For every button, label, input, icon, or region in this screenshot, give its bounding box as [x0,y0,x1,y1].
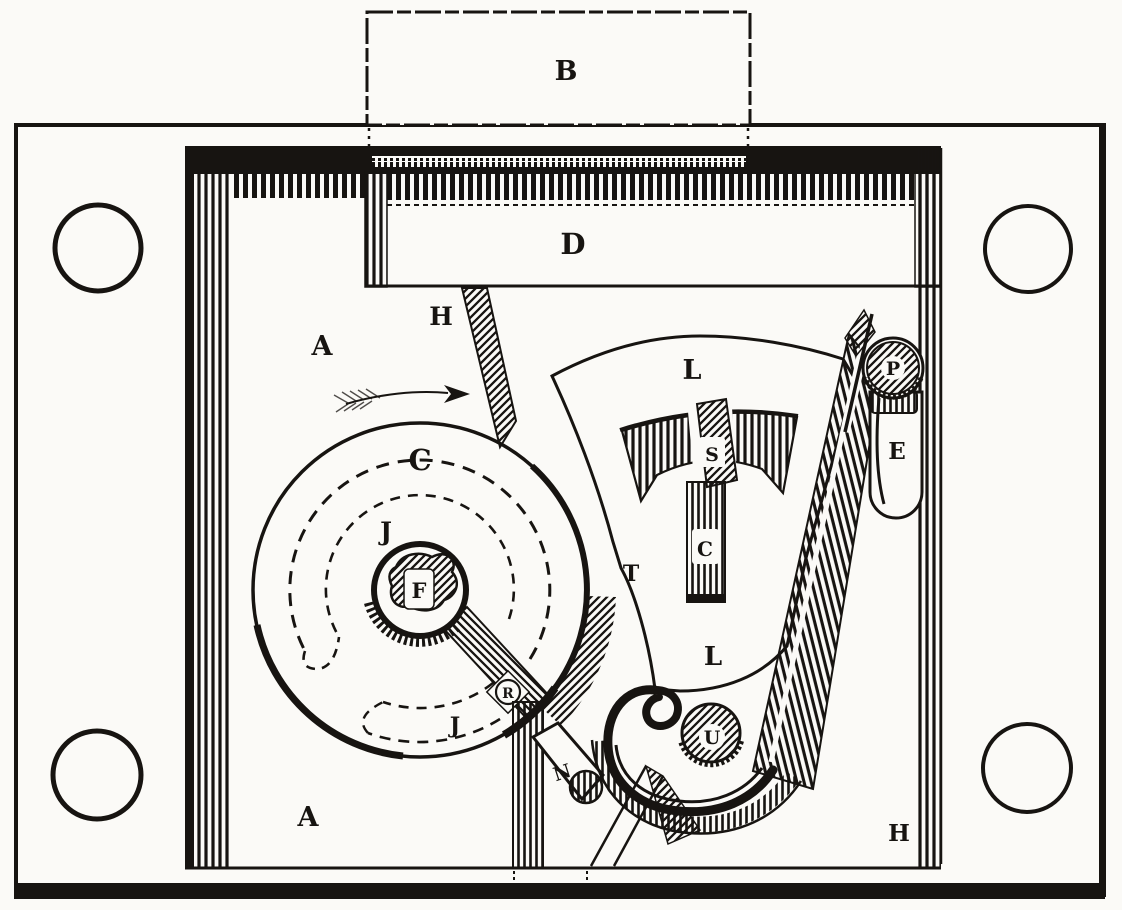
knob-knurl [862,376,924,400]
curl-under-edge [590,739,803,835]
label-J-lower: J [448,713,460,739]
bar-top-fringe [387,172,915,206]
case-top-fringe-left [230,172,365,198]
cover-plate-B: B [365,10,752,150]
label-U: U [704,727,721,749]
case-walls [185,146,943,883]
label-S: S [705,444,719,466]
pointer-label-patch [699,437,725,467]
screw-hole-bottom-left [50,728,144,822]
label-P: P [886,358,900,380]
hub-knurl [363,599,461,647]
spiral-slot-outer [288,458,552,660]
arbor-hub-F: F [363,541,469,647]
band-tip-wedge [844,308,876,358]
stud-label-patch [699,724,725,750]
case-right-wall [918,146,941,868]
pawl-tip [568,769,604,805]
barrel-E [868,390,924,520]
curl-under-teeth [591,740,800,833]
label-N: N [551,760,574,786]
blade-shape [460,287,518,450]
screw-hole-bottom-right [981,722,1073,814]
bar-left-edge [364,171,388,288]
label-H-corner: H [888,820,910,847]
lower-slot-outer [367,717,501,744]
label-L-lower: L [704,642,722,672]
curl-inner-line [614,744,764,804]
label-A-upper: A [311,331,334,362]
arrow-shaft [345,391,449,405]
roller-R [494,678,522,706]
wedge-left-line [589,765,648,867]
label-R: R [502,686,514,702]
bar-interior [387,206,915,285]
label-C-stem: C [697,537,713,561]
stud-U: U L [678,642,744,768]
stem-label-patch [692,529,719,564]
spiral-slot-end-cap [302,636,341,671]
pointer-stem-cap [687,594,725,603]
plate-right-bar [1099,125,1105,895]
arrow-head [444,385,470,403]
label-D: D [560,227,585,261]
case-left-wall-edge [185,146,194,868]
plate-bottom-bar [14,883,1105,899]
label-L-upper: L [683,355,702,386]
spiral-slot-inner [324,493,516,638]
bar-right-edge [914,171,941,288]
label-E: E [888,438,906,465]
label-F: F [412,578,427,603]
arrow-feather [333,388,381,413]
cam-label-patch [403,568,435,610]
label-T: T [623,561,640,587]
label-H-blade: H [429,302,453,331]
disc-rim-over-lever [501,685,559,739]
screw-hole-top-right [983,204,1073,294]
curl-main [603,685,778,817]
knob-label-patch [881,356,905,380]
cover-plate-outline [365,10,752,127]
detent-blade-H: H [429,287,518,450]
label-A-lower: A [297,802,320,833]
lower-slot-inner [382,681,494,710]
knob-P-barrel-E: E P [861,336,925,520]
sector-L: S C L T [550,334,857,693]
slide-bar-D: D [364,171,941,288]
curl-hook [642,686,682,730]
case-top-slot-teeth [372,158,746,167]
lever-assembly: R N [442,605,605,869]
screw-hole-top-left [52,202,144,294]
lower-slot-end-cap [361,700,384,734]
interior-labels: A A H [297,331,910,847]
stud-knurl [678,740,744,768]
disc-rim-thick-bottom [253,624,404,760]
disc-shadow-crescent [541,596,616,726]
label-J-upper: J [378,517,392,546]
label-B: B [555,56,578,87]
rotation-arrow [333,385,470,413]
disc-rim-thick-right [529,463,590,699]
label-C-disc: C [408,443,431,477]
